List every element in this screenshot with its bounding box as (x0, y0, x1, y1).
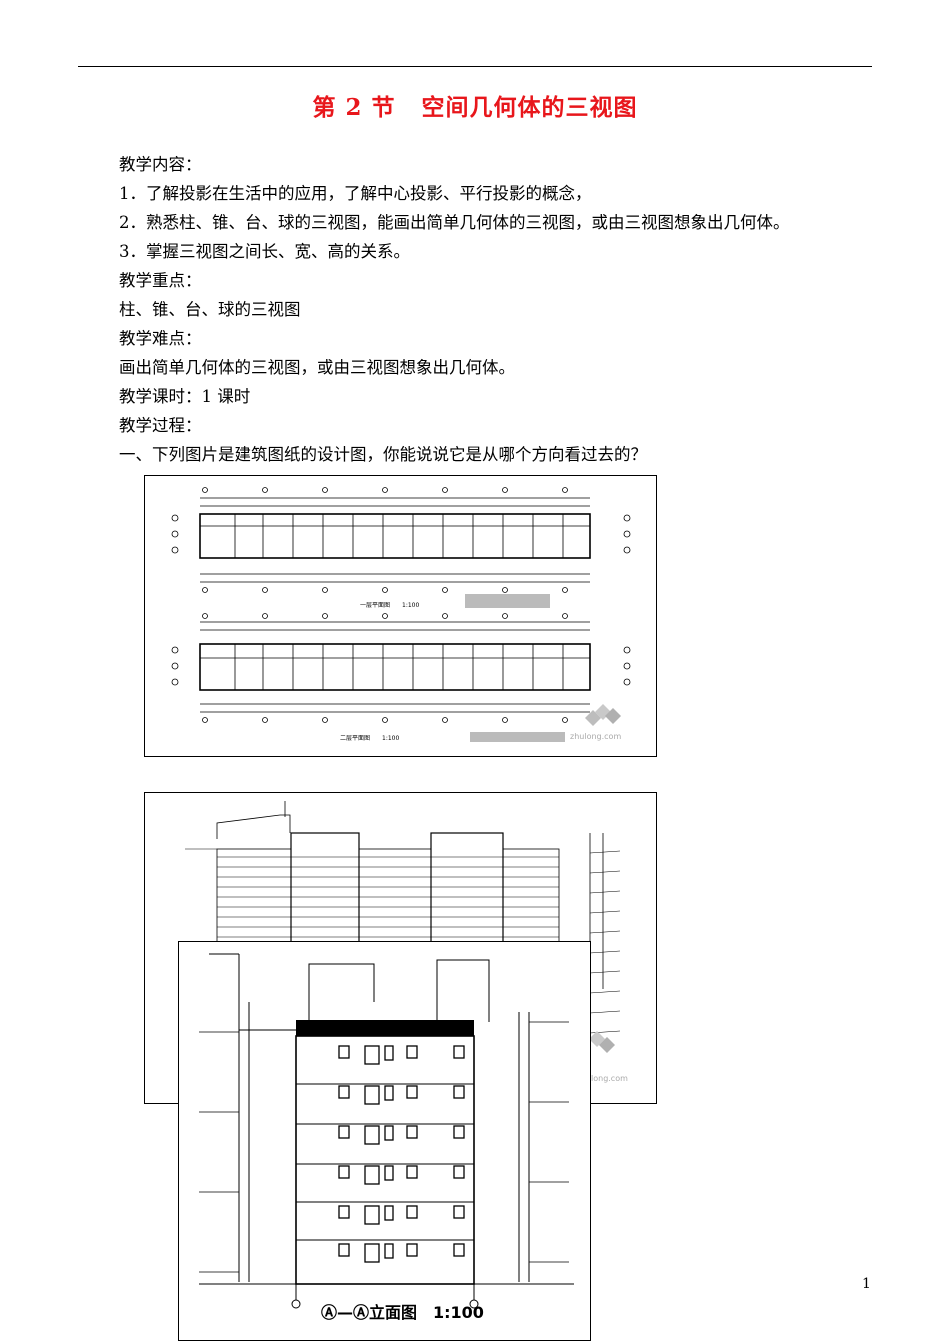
text-line: 教学过程： (119, 416, 202, 435)
text-line: 教学重点： (119, 271, 202, 290)
page-number: 1 (862, 1276, 871, 1292)
text-line: 教学课时：1 课时 (119, 387, 251, 406)
text-line: 一、下列图片是建筑图纸的设计图，你能说说它是从哪个方向看过去的？ (119, 445, 647, 464)
floor-plan-drawing: 一层平面图 1:100 二层平面图 1:100 (171, 487, 631, 742)
page-title: 第 2 节空间几何体的三视图 (0, 88, 950, 122)
watermark-logo-icon (589, 1031, 615, 1053)
title-text: 空间几何体的三视图 (421, 94, 638, 121)
text-line: 教学内容： (119, 155, 202, 174)
elevation-caption: Ⓐ—Ⓐ立面图 1:100 (321, 1303, 484, 1322)
text-line: 柱、锥、台、球的三视图 (119, 300, 301, 319)
title-section: 第 2 节 (312, 94, 396, 121)
watermark-text: long.com (591, 1074, 628, 1083)
watermark-logo-icon (585, 704, 621, 726)
text-line: 教学难点： (119, 329, 202, 348)
plan-1 (171, 487, 631, 593)
elevation-front-drawing: Ⓐ—Ⓐ立面图 1:100 (199, 953, 574, 1322)
header-rule (78, 66, 872, 67)
lesson-text: 教学内容： 1．了解投影在生活中的应用，了解中心投影、平行投影的概念， 2．熟悉… (119, 150, 879, 469)
plan-2-caption: 二层平面图 1:100 (340, 735, 399, 742)
plan-2 (171, 613, 631, 723)
roof-parapet (296, 1020, 474, 1036)
text-line: 1．了解投影在生活中的应用，了解中心投影、平行投影的概念， (119, 184, 592, 203)
window-grid (338, 1045, 465, 1263)
plan-2-notes (470, 732, 565, 742)
watermark-text: zhulong.com (570, 732, 621, 741)
plan-1-notes (465, 594, 550, 608)
elevation-figure-front: Ⓐ—Ⓐ立面图 1:100 (178, 941, 591, 1341)
plan-1-caption: 一层平面图 1:100 (360, 602, 419, 609)
text-line: 画出简单几何体的三视图，或由三视图想象出几何体。 (119, 358, 515, 377)
text-line: 3．掌握三视图之间长、宽、高的关系。 (119, 242, 410, 261)
text-line: 2．熟悉柱、锥、台、球的三视图，能画出简单几何体的三视图，或由三视图想象出几何体… (119, 213, 790, 232)
floor-plan-figure: 一层平面图 1:100 二层平面图 1:100 (144, 475, 657, 757)
